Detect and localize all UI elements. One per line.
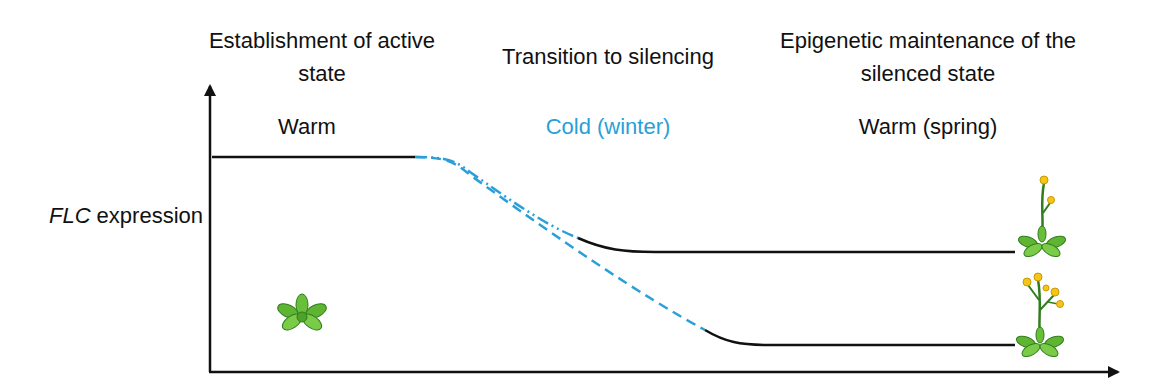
active-level [212,156,415,159]
gene-name: FLC [49,203,91,228]
cold-curve-lower [415,157,705,330]
y-axis [209,86,212,372]
silenced-level-lower [705,330,1015,345]
phase-heading: Establishment of active state [202,24,442,90]
silenced-level-upper [578,238,1015,252]
season-label: Warm (spring) [808,110,1048,143]
season-label: Warm [207,110,407,143]
x-axis [209,371,1118,374]
rosette-plant [275,294,328,333]
flowering-plant [1015,273,1065,359]
axis-label: FLCexpression [49,201,203,231]
axis-label: expression [97,203,203,228]
season-label: Cold (winter) [488,110,728,143]
cold-curve-upper [415,157,578,238]
flowering-plant [1017,176,1067,259]
phase-heading: Epigenetic maintenance of the silenced s… [773,24,1083,90]
phase-heading: Transition to silencing [458,40,758,73]
